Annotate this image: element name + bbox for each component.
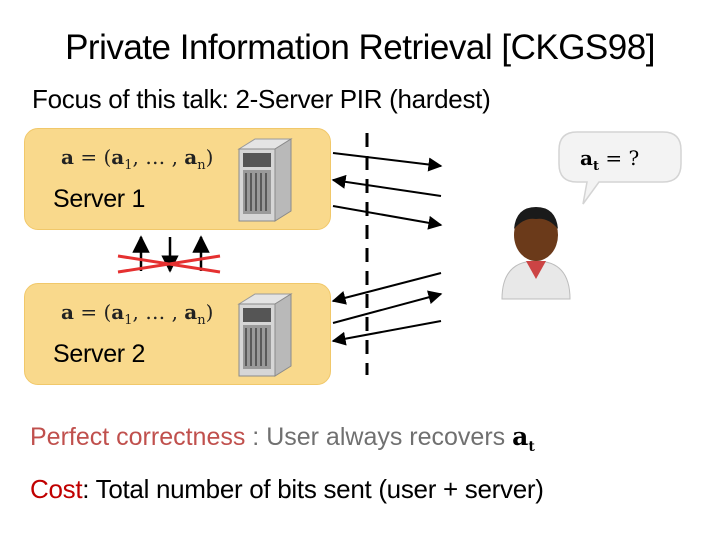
slide-subtitle: Focus of this talk: 2-Server PIR (hardes… bbox=[32, 84, 491, 114]
server-tower-icon bbox=[237, 138, 293, 222]
server-tower-icon bbox=[237, 293, 293, 377]
slide-title: Private Information Retrieval [CKGS98] bbox=[65, 28, 655, 67]
arrow-user-to-server2 bbox=[331, 272, 442, 305]
server-1-label: Server 1 bbox=[53, 185, 146, 213]
server-2-database-formula: a = (a1, … , an) bbox=[61, 300, 214, 328]
server-1-box: a = (a1, … , an) Server 1 bbox=[24, 128, 331, 230]
server-1-database-formula: a = (a1, … , an) bbox=[61, 145, 214, 173]
correctness-statement: Perfect correctness : User always recove… bbox=[30, 422, 535, 455]
blocked-communication-icon bbox=[117, 235, 221, 274]
correctness-label: Perfect correctness bbox=[30, 423, 246, 451]
correctness-variable: at bbox=[512, 422, 535, 455]
cost-statement: Cost: Total number of bits sent (user + … bbox=[30, 474, 544, 504]
arrow-user-to-server1 bbox=[331, 174, 442, 197]
arrow-user-to-server2 bbox=[331, 320, 442, 346]
arrow-server2-to-user bbox=[332, 290, 443, 324]
server-2-box: a = (a1, … , an) Server 2 bbox=[24, 283, 331, 385]
arrow-server1-to-user bbox=[332, 205, 443, 230]
cost-label: Cost bbox=[30, 474, 83, 504]
server-2-label: Server 2 bbox=[53, 340, 146, 368]
user-avatar-icon bbox=[501, 207, 571, 300]
bubble-query-text: at = ? bbox=[580, 146, 640, 174]
speech-bubble-icon bbox=[558, 131, 682, 205]
arrow-server1-to-user bbox=[332, 152, 443, 172]
